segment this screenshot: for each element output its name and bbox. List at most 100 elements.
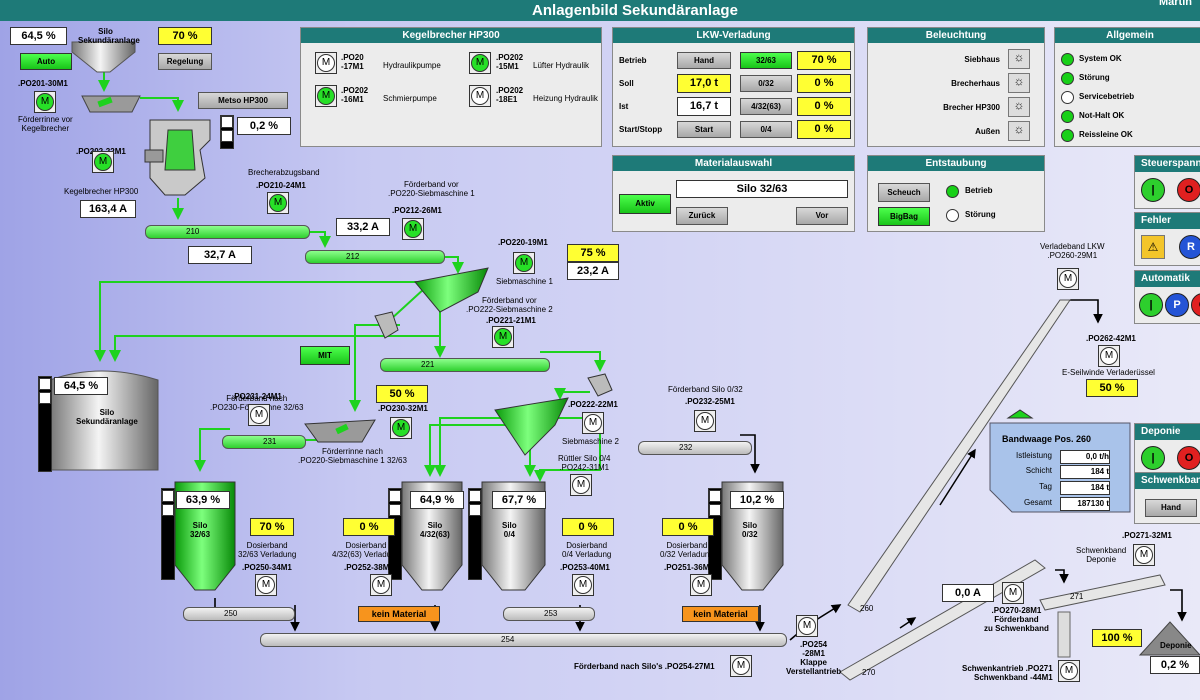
dos-4-32-value[interactable]: 0 %: [343, 518, 395, 536]
deponie-on-icon[interactable]: |: [1141, 446, 1165, 470]
top-yellow-value[interactable]: 70 %: [158, 27, 212, 45]
belt-270-motor-icon[interactable]: M: [1002, 582, 1024, 604]
reset-icon[interactable]: R: [1179, 235, 1200, 259]
power-on-icon[interactable]: |: [1141, 178, 1165, 202]
lightbulb-icon[interactable]: ☼: [1008, 97, 1030, 117]
regelung-button[interactable]: Regelung: [158, 53, 212, 70]
po232-tag: .PO232-25M1: [685, 397, 735, 406]
sieb2-motor-icon[interactable]: M: [582, 412, 604, 434]
lightbulb-icon[interactable]: ☼: [1008, 73, 1030, 93]
m2-tag: .PO202 -16M1: [341, 86, 369, 104]
deponie-label: Deponie: [1160, 641, 1192, 650]
metso-button[interactable]: Metso HP300: [198, 92, 288, 109]
bigbag-button[interactable]: BigBag: [878, 207, 930, 226]
seilwinde-motor-icon[interactable]: M: [1098, 345, 1120, 367]
chute-230-motor-icon[interactable]: M: [390, 417, 412, 439]
belt-254[interactable]: 254: [260, 633, 787, 647]
belt-212[interactable]: 212: [305, 250, 445, 264]
belt-253[interactable]: 253: [503, 607, 595, 621]
belt-254-motor-icon[interactable]: M: [730, 655, 752, 677]
dos-0-4-value[interactable]: 0 %: [562, 518, 614, 536]
belt-221-motor-icon[interactable]: M: [492, 326, 514, 348]
schmierpumpe-motor-icon[interactable]: M: [315, 85, 337, 107]
light-aussen-label: Außen: [975, 127, 1000, 136]
materialauswahl-panel: Materialauswahl Aktiv Silo 32/63 Zurück …: [612, 155, 855, 232]
storage-silo-gauge: [38, 376, 52, 472]
deponie-off-icon[interactable]: O: [1177, 446, 1200, 470]
belt-271-motor-icon[interactable]: M: [1133, 544, 1155, 566]
auto-button[interactable]: Auto: [20, 53, 72, 70]
belt-221[interactable]: 221: [380, 358, 550, 372]
silo-4-32-level: 64,9 %: [410, 491, 464, 509]
screen-2-icon: [494, 397, 569, 456]
hydraulikpumpe-motor-icon[interactable]: M: [315, 52, 337, 74]
bw-val-1: 184 t: [1060, 465, 1110, 479]
schwenk-speed[interactable]: 100 %: [1092, 629, 1142, 647]
lightbulb-icon[interactable]: ☼: [1008, 49, 1030, 69]
mit-button[interactable]: MIT: [300, 346, 350, 365]
klappe-motor-icon[interactable]: M: [796, 615, 818, 637]
gauge-indicator: [709, 504, 721, 516]
btn-0-32[interactable]: 0/32: [740, 75, 792, 92]
belt-232-motor-icon[interactable]: M: [694, 410, 716, 432]
zurueck-button[interactable]: Zurück: [676, 207, 728, 225]
belt-210[interactable]: 210: [145, 225, 310, 239]
btn-0-4[interactable]: 0/4: [740, 121, 792, 138]
vor-button[interactable]: Vor: [796, 207, 848, 225]
belt-212-motor-icon[interactable]: M: [402, 218, 424, 240]
stop-icon[interactable]: O: [1191, 293, 1200, 317]
belt-231-motor-icon[interactable]: M: [248, 404, 270, 426]
belt-210-motor-icon[interactable]: M: [267, 192, 289, 214]
gauge-indicator: [162, 504, 174, 516]
fb-nach-label: Förderband nach .PO230-Förderrinne 32/63: [210, 394, 304, 412]
soll-value[interactable]: 17,0 t: [677, 74, 731, 93]
crusher-motor-icon[interactable]: M: [92, 151, 114, 173]
dos-0-4-motor-icon[interactable]: M: [572, 574, 594, 596]
ist2-value: 0 %: [797, 97, 851, 116]
dos-32-63-value[interactable]: 70 %: [250, 518, 294, 536]
ist-value: 16,7 t: [677, 97, 731, 116]
schwenk-hand-button[interactable]: Hand: [1145, 499, 1197, 517]
warning-icon[interactable]: ⚠: [1141, 235, 1165, 259]
schwenkantrieb-motor-icon[interactable]: M: [1058, 660, 1080, 682]
btn-4-32-63[interactable]: 4/32(63): [740, 98, 792, 115]
kegelbrecher-panel: Kegelbrecher HP300 M .PO20 -17M1 Hydraul…: [300, 27, 602, 147]
btn-32-63[interactable]: 32/63: [740, 52, 792, 69]
belt-231[interactable]: 231: [222, 435, 306, 449]
feeder-motor-icon[interactable]: M: [34, 91, 56, 113]
soll2-value: 0 %: [797, 74, 851, 93]
aktiv-button[interactable]: Aktiv: [619, 194, 671, 214]
sieb1-motor-icon[interactable]: M: [513, 252, 535, 274]
lightbulb-icon[interactable]: ☼: [1008, 121, 1030, 141]
status-led: [1061, 110, 1074, 123]
belt-270-label: 270: [862, 668, 876, 677]
power-off-icon[interactable]: O: [1177, 178, 1200, 202]
dos-0-32-value[interactable]: 0 %: [662, 518, 714, 536]
hand-button[interactable]: Hand: [677, 52, 731, 69]
dos-32-63-motor-icon[interactable]: M: [255, 574, 277, 596]
dos-4-32-motor-icon[interactable]: M: [370, 574, 392, 596]
po230-tag: .PO230-32M1: [378, 404, 428, 413]
ruettler-motor-icon[interactable]: M: [570, 474, 592, 496]
dos-0-32-motor-icon[interactable]: M: [690, 574, 712, 596]
seilwinde-value[interactable]: 50 %: [1086, 379, 1138, 397]
scheuch-button[interactable]: Scheuch: [878, 183, 930, 202]
belt-260-motor-icon[interactable]: M: [1057, 268, 1079, 290]
belt-232[interactable]: 232: [638, 441, 752, 455]
heizung-motor-icon[interactable]: M: [469, 85, 491, 107]
sieb1-speed[interactable]: 75 %: [567, 244, 619, 262]
pause-icon[interactable]: P: [1165, 293, 1189, 317]
chute-230-speed[interactable]: 50 %: [376, 385, 428, 403]
po251-tag: .PO251-36M1: [664, 563, 714, 572]
light-brecherhaus-label: Brecherhaus: [951, 79, 1000, 88]
lkw-title: LKW-Verladung: [613, 28, 854, 43]
belt-250[interactable]: 250: [183, 607, 295, 621]
luefter-motor-icon[interactable]: M: [469, 52, 491, 74]
gauge-indicator: [162, 490, 174, 502]
schwenk-deponie-label: Schwenkband Deponie: [1076, 546, 1127, 564]
start-icon[interactable]: |: [1139, 293, 1163, 317]
sieb2-label: Siebmaschine 2: [562, 437, 619, 446]
po220-19-tag: .PO220-19M1: [498, 238, 548, 247]
allgemein-title: Allgemein: [1055, 28, 1200, 43]
start-button[interactable]: Start: [677, 121, 731, 138]
